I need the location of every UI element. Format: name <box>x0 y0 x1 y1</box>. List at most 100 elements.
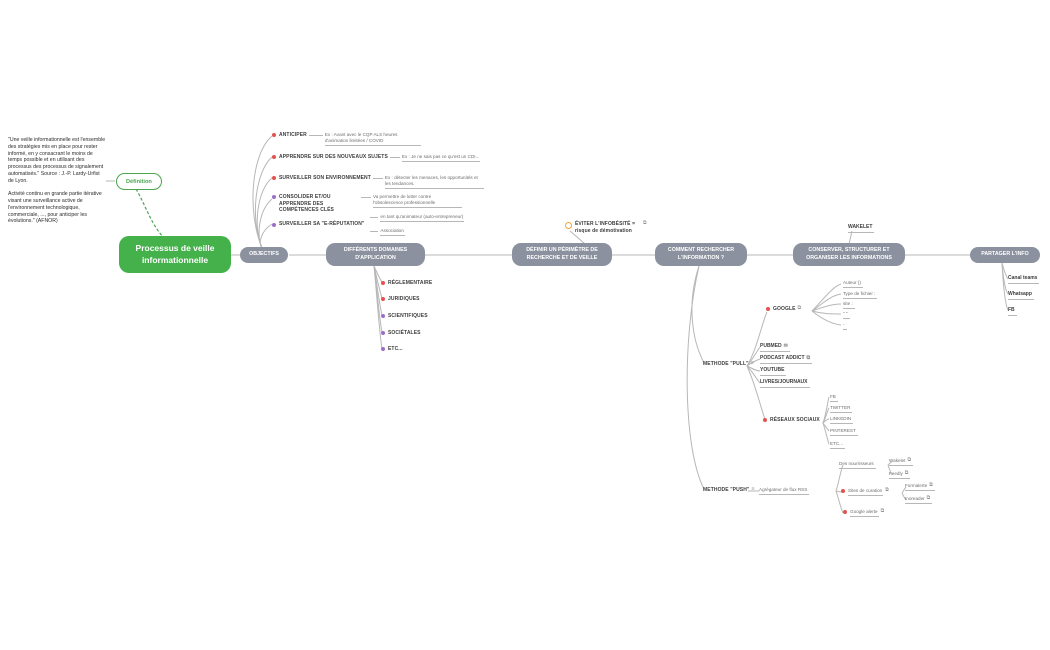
source-pubmed[interactable]: PUBMED ✉ <box>760 343 790 352</box>
google-operator[interactable]: Auteur () <box>843 280 863 288</box>
domaine-label: SOCIÉTALES <box>388 330 421 336</box>
source-label: PODCAST ADDICT <box>760 355 805 361</box>
reseau-linkedin[interactable]: LINKEDIN <box>830 416 854 424</box>
reseaux-connectors <box>822 396 830 445</box>
external-link-icon[interactable]: ⧉ <box>797 305 802 311</box>
partager-canal-teams[interactable]: Canal teams <box>1008 275 1040 284</box>
reseau-etc[interactable]: ETC... <box>830 441 846 449</box>
objectif-surveiller-env[interactable]: SURVEILLER SON ENVIRONNEMENT Ex : détect… <box>272 175 484 189</box>
source-livres-journaux[interactable]: LIVRES/JOURNAUX <box>760 379 810 388</box>
branch-line <box>370 230 379 232</box>
domaine-scientifiques[interactable]: SCIENTIFIQUES <box>381 313 428 320</box>
bullet-icon <box>381 347 385 351</box>
reseaux-sociaux-node[interactable]: RÉSEAUX SOCIAUX <box>763 417 820 424</box>
sites-curation-node[interactable]: Sites de curation ⧉ <box>841 488 889 496</box>
reseau-pinterest[interactable]: PINTEREST <box>830 428 858 436</box>
curation-item-label: Formalerte <box>905 483 928 488</box>
curation-formalerte[interactable]: Formalerte ⧉ <box>905 483 935 491</box>
google-operator[interactable]: - <box>843 322 847 330</box>
google-connectors <box>811 283 842 326</box>
google-operator[interactable]: site : <box>843 301 855 309</box>
bullet-icon <box>272 176 276 180</box>
objectif-ereputation[interactable]: SURVEILLER SA "E-RÉPUTATION" en tant qu'… <box>272 214 465 236</box>
nourrisseurs-node[interactable]: Des nourrisseurs <box>839 461 876 469</box>
external-link-icon[interactable]: ⧉ <box>880 508 885 514</box>
reseau-fb[interactable]: FB <box>830 394 838 402</box>
sub-item-label: en tant qu'animateur (auto-entrepreneur) <box>380 214 465 222</box>
sub-item-label: Association <box>380 228 405 236</box>
topic-perimetre[interactable]: DÉFINIR UN PÉRIMÈTRE DE RECHERCHE ET DE … <box>512 243 612 266</box>
topic-domaines[interactable]: DIFFÉRENTS DOMAINES D'APPLICATION <box>326 243 425 266</box>
note-icon: ≡ <box>750 360 754 366</box>
partager-fb[interactable]: FB <box>1008 307 1017 316</box>
domaine-label: JURIDIQUES <box>388 296 420 302</box>
google-operator[interactable]: " " <box>843 311 850 319</box>
definition-quote: "Une veille informationnelle est l'ensem… <box>8 137 106 232</box>
external-link-icon[interactable]: ⧉ <box>806 354 811 361</box>
methode-pull[interactable]: METHODE "PULL" ≡ <box>703 360 754 368</box>
conserver-wakelet[interactable]: WAKELET <box>848 224 875 233</box>
domaine-label: ETC... <box>388 346 403 352</box>
objectif-label: SURVEILLER SA "E-RÉPUTATION" <box>279 221 365 227</box>
nourrisseur-feedly[interactable]: Feedly ⧉ <box>889 470 911 479</box>
bullet-icon <box>381 281 385 285</box>
definition-connectors <box>106 180 164 238</box>
source-youtube[interactable]: YOUTUBE <box>760 367 787 376</box>
root-node[interactable]: Processus de veille informationnelle <box>119 236 231 273</box>
recherche-connectors <box>686 265 705 490</box>
pull-connectors <box>746 311 768 420</box>
source-label: PUBMED <box>760 343 782 349</box>
methode-push-label: METHODE "PUSH" <box>703 487 750 493</box>
external-link-icon[interactable]: ⧉ <box>907 457 912 464</box>
warning-circle-icon <box>565 222 572 229</box>
eviter-infobesite[interactable]: ÉVITER L'INFOBÉSITÉ = risque de démotiva… <box>565 221 647 234</box>
external-link-icon[interactable]: ⧉ <box>904 470 909 477</box>
google-node[interactable]: GOOGLE ⧉ <box>766 306 801 313</box>
google-label: GOOGLE <box>773 306 796 312</box>
domaine-societales[interactable]: SOCIÉTALES <box>381 330 421 337</box>
google-alerte-node[interactable]: Google alerte ⧉ <box>843 509 884 517</box>
rss-aggregator[interactable]: Agrégateur de flux RSS <box>759 487 810 495</box>
nourrisseur-label: Wakelet <box>889 458 906 463</box>
bullet-icon <box>843 510 847 514</box>
domaine-juridiques[interactable]: JURIDIQUES <box>381 296 420 303</box>
bullet-icon <box>272 133 276 137</box>
partager-whatsapp[interactable]: Whatsapp <box>1008 291 1034 300</box>
perimetre-connectors <box>569 230 586 245</box>
objectif-consolider[interactable]: CONSOLIDER ET/OU APPRENDRE DES COMPÉTENC… <box>272 194 462 214</box>
domaine-reglementaire[interactable]: RÉGLEMENTAIRE <box>381 280 432 287</box>
bullet-icon <box>381 314 385 318</box>
nourrisseur-wakelet[interactable]: Wakelet ⧉ <box>889 457 914 466</box>
curation-label: Sites de curation <box>848 488 884 496</box>
definition-node[interactable]: Définition <box>116 173 162 190</box>
reseau-twitter[interactable]: TWITTER <box>830 405 853 413</box>
topic-partager[interactable]: PARTAGER L'INFO <box>970 247 1040 263</box>
objectif-label: ANTICIPER <box>279 132 307 138</box>
external-link-icon[interactable]: ⧉ <box>885 487 889 493</box>
source-podcast-addict[interactable]: PODCAST ADDICT ⧉ <box>760 354 813 364</box>
objectif-desc: Ex : Avant avec le CQP ALS heures d'anim… <box>324 132 421 146</box>
sub-item[interactable]: en tant qu'animateur (auto-entrepreneur) <box>368 214 465 222</box>
objectif-subitems: en tant qu'animateur (auto-entrepreneur)… <box>368 214 465 236</box>
objectif-anticiper[interactable]: ANTICIPER Ex : Avant avec le CQP ALS heu… <box>272 132 421 146</box>
sub-item[interactable]: Association <box>368 228 464 236</box>
google-operator[interactable]: Type de fichier : <box>843 291 878 299</box>
domaine-etc[interactable]: ETC... <box>381 346 403 353</box>
bullet-icon <box>766 307 770 311</box>
objectif-desc: Ex : Je ne sais pas ce qu'est un CDI... <box>401 154 481 162</box>
curation-inoreader[interactable]: Inoreader ⧉ <box>905 495 933 504</box>
methode-push[interactable]: METHODE "PUSH" ≡ <box>703 486 755 494</box>
topic-recherche[interactable]: COMMENT RECHERCHER L'INFORMATION ? <box>655 243 747 266</box>
definition-quote-2: Activité continu en grande partie itérat… <box>8 191 102 225</box>
bullet-icon <box>272 223 276 227</box>
topic-objectifs[interactable]: OBJECTIFS <box>240 247 288 263</box>
objectif-apprendre[interactable]: APPRENDRE SUR DES NOUVEAUX SUJETS Ex : J… <box>272 154 481 162</box>
external-link-icon[interactable]: ⧉ <box>929 482 933 489</box>
external-link-icon[interactable]: ⧉ <box>643 220 647 226</box>
branch-line <box>372 178 383 179</box>
topic-conserver[interactable]: CONSERVER, STRUCTURER ET ORGANISER LES I… <box>793 243 905 266</box>
source-label: YOUTUBE <box>760 367 785 373</box>
external-link-icon[interactable]: ⧉ <box>926 495 931 502</box>
